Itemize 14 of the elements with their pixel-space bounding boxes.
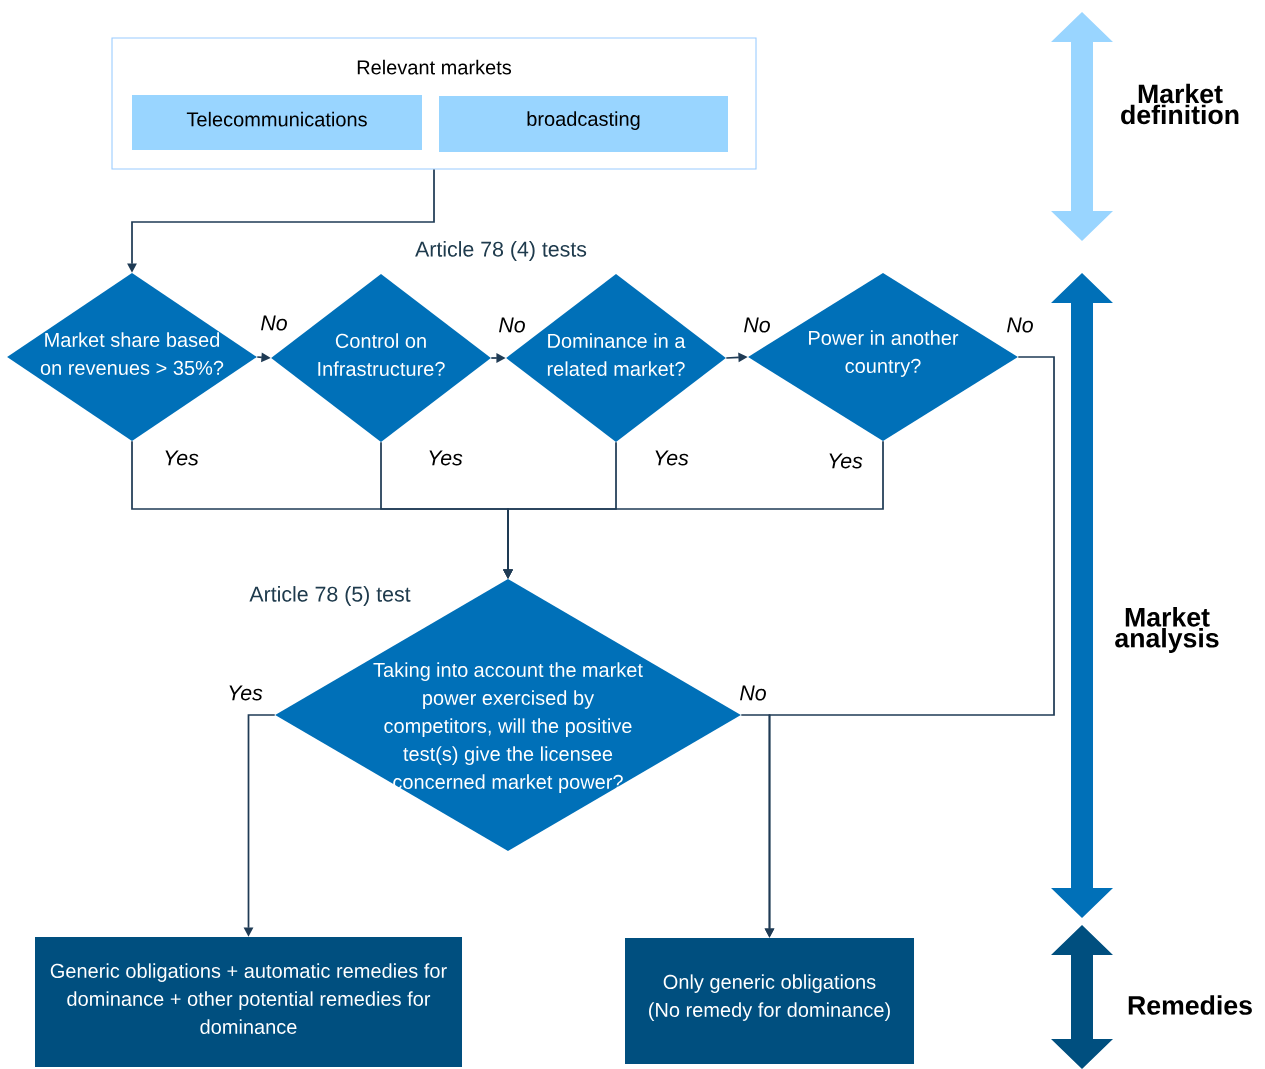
section-label: Article 78 (4) tests — [415, 241, 587, 261]
market-box: Telecommunications — [132, 95, 422, 150]
market-box: broadcasting — [439, 96, 728, 152]
outcome-box: Generic obligations + automatic remedies for dominance + other potential remedies for dominance — [35, 937, 462, 1067]
outcome-box: Only generic obligations (No remedy for dominance) — [625, 938, 914, 1064]
edge-label: Yes — [429, 450, 463, 466]
edge-label: No — [740, 685, 766, 701]
stage-label: Market definition — [1121, 83, 1239, 125]
edge-label: Yes — [655, 450, 689, 466]
edge-label: Yes — [165, 450, 199, 466]
edge-label: Yes — [829, 453, 863, 469]
stage-label: Market analysis — [1115, 607, 1219, 653]
stage-label: Remedies — [1128, 995, 1252, 1015]
edge-label: Yes — [229, 685, 263, 701]
